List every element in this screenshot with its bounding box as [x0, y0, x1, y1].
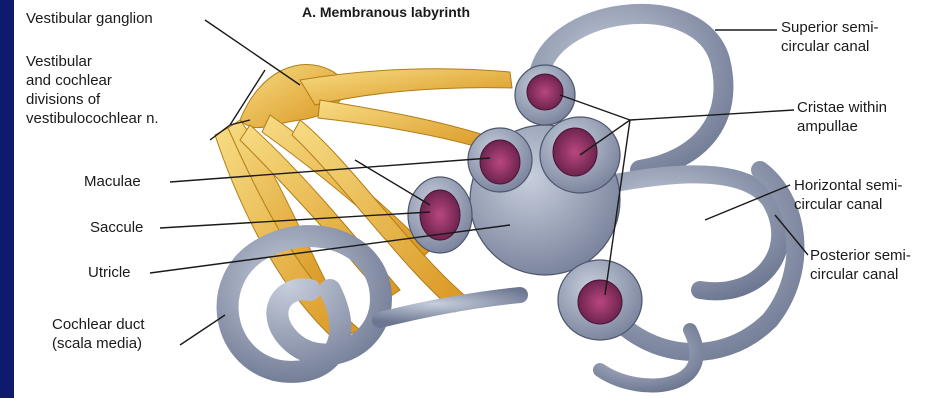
label-maculae: Maculae: [84, 172, 141, 191]
label-horizontal-canal: Horizontal semi- circular canal: [794, 176, 902, 214]
diagram-title: A. Membranous labyrinth: [302, 3, 470, 22]
label-nerve-divisions: Vestibular and cochlear divisions of ves…: [26, 52, 159, 128]
label-vestibular-ganglion: Vestibular ganglion: [26, 9, 153, 28]
label-cristae: Cristae within ampullae: [797, 98, 887, 136]
label-saccule: Saccule: [90, 218, 143, 237]
label-superior-canal: Superior semi- circular canal: [781, 18, 879, 56]
label-cochlear-duct: Cochlear duct (scala media): [52, 315, 145, 353]
label-posterior-canal: Posterior semi- circular canal: [810, 246, 911, 284]
label-utricle: Utricle: [88, 263, 131, 282]
